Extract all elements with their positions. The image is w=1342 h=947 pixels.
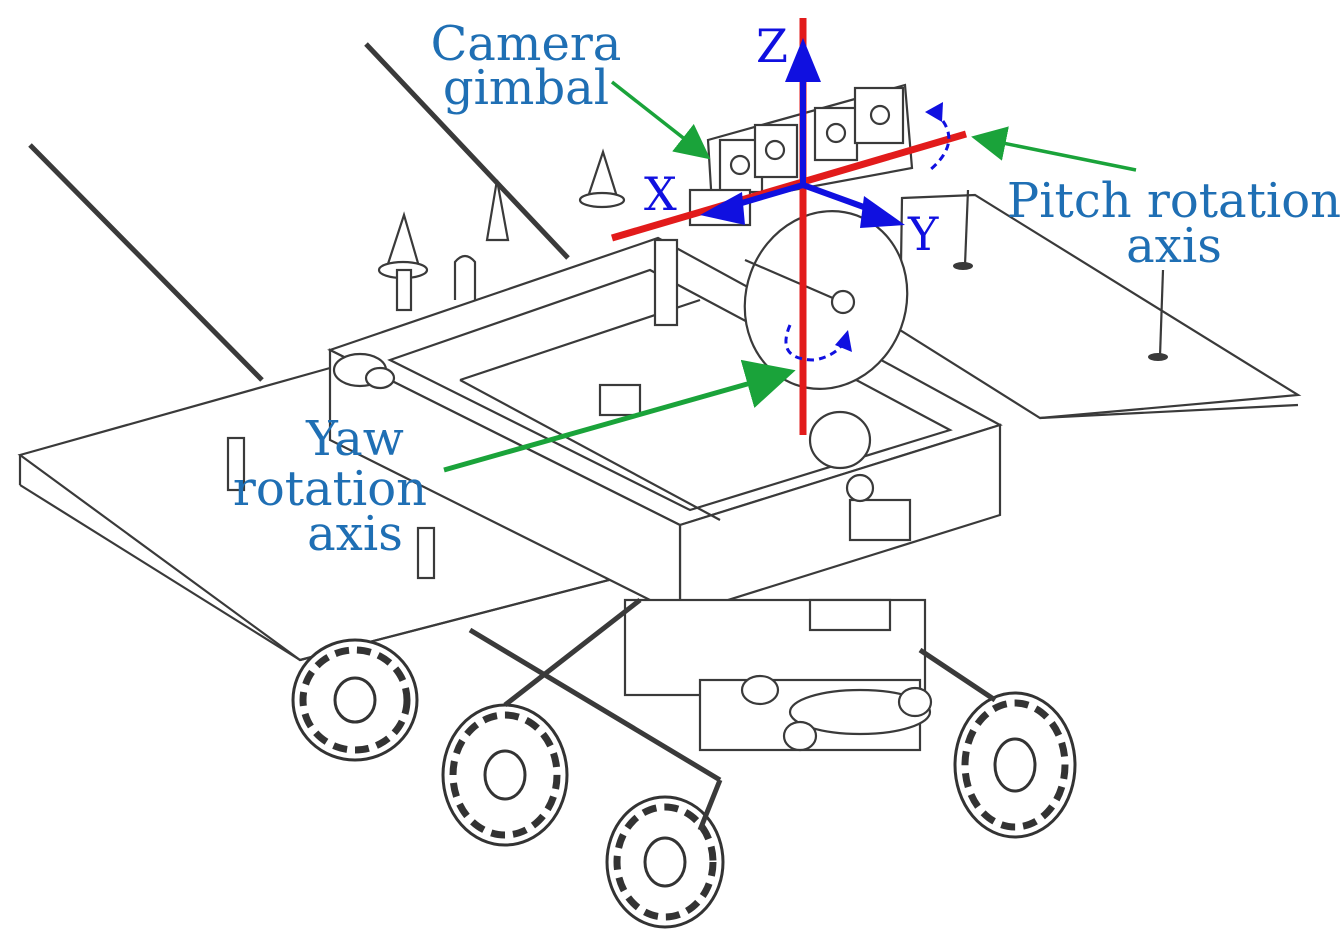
yaw-axis-leader (443, 359, 796, 473)
wheel-middle-left (441, 703, 569, 847)
antennas (28, 42, 570, 382)
wheel-front-right (953, 691, 1077, 839)
wheels (291, 638, 1077, 929)
yaw-axis-label-line2: rotation (233, 461, 427, 517)
z-axis-label: Z (756, 19, 788, 73)
pitch-rotation-indicator (929, 110, 951, 172)
right-solar-panel (898, 189, 1302, 420)
camera-gimbal-label-line1: Camera (431, 16, 622, 72)
camera-gimbal-label-line2: gimbal (443, 60, 609, 116)
leader-arrows (443, 80, 1137, 473)
left-solar-panel (17, 366, 672, 662)
x-axis-label: X (644, 167, 677, 221)
yaw-rotation-indicator (784, 324, 847, 362)
suspension (468, 598, 997, 831)
camera-gimbal-leader (610, 80, 711, 160)
rover-body (327, 236, 1003, 752)
coordinate-axes: Z X Y (644, 19, 951, 362)
pitch-axis-leader (971, 126, 1137, 172)
yaw-axis-label-line3: axis (307, 506, 403, 562)
wheel-rear-left (291, 638, 419, 762)
annotations: Camera gimbal Pitch rotation axis Yaw ro… (233, 16, 1341, 562)
pitch-axis-label-line2: axis (1126, 218, 1222, 274)
z-arrowhead (785, 38, 821, 82)
wheel-front-left (605, 795, 725, 929)
antenna-dish (743, 210, 909, 503)
x-arrowhead (700, 192, 745, 225)
y-arrowhead (860, 196, 905, 228)
yaw-axis-label-line1: Yaw (305, 411, 404, 467)
pitch-axis-label-line1: Pitch rotation (1007, 173, 1341, 229)
y-axis-label: Y (907, 207, 939, 261)
deck-cones (377, 148, 626, 312)
